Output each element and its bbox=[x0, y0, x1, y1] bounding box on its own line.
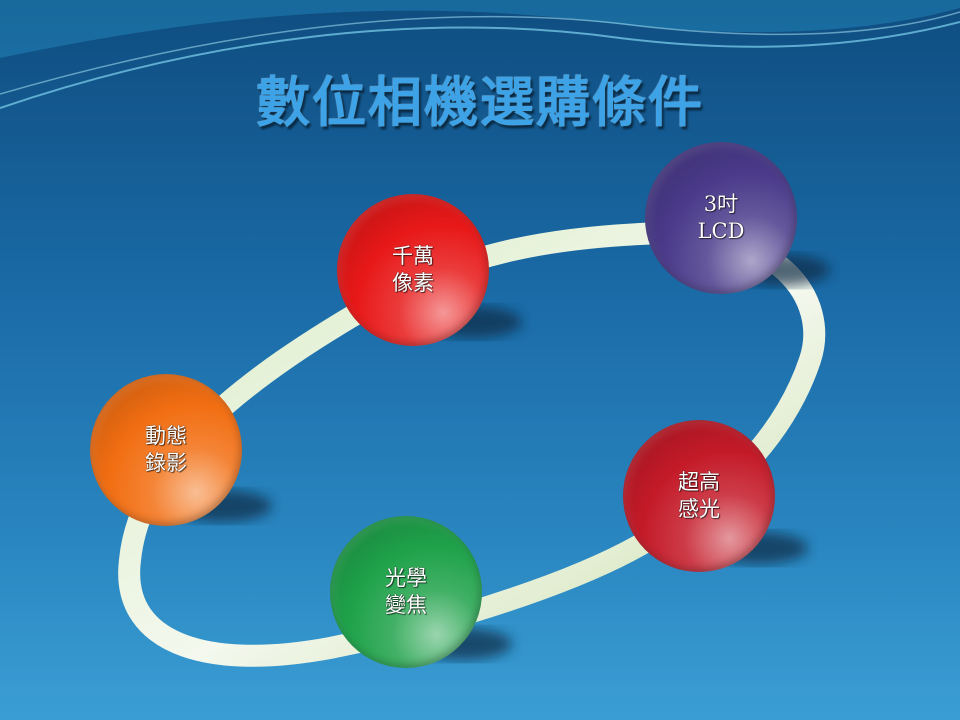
node-label-iso: 超高 感光 bbox=[678, 469, 720, 523]
node-iso-line2: 感光 bbox=[678, 497, 720, 521]
node-video-line1: 動態 bbox=[145, 424, 187, 448]
node-label-zoom: 光學 變焦 bbox=[385, 565, 427, 619]
wave-line-2 bbox=[0, 11, 960, 95]
node-zoom-line1: 光學 bbox=[385, 566, 427, 590]
node-video-line2: 錄影 bbox=[145, 451, 187, 475]
wave-decoration bbox=[0, 0, 960, 58]
node-lcd-line2: LCD bbox=[697, 219, 745, 243]
node-label-lcd: 3吋 LCD bbox=[698, 191, 745, 245]
wave-line-1 bbox=[0, 21, 960, 109]
node-megapixel-line2: 像素 bbox=[392, 271, 434, 295]
node-zoom-line2: 變焦 bbox=[385, 593, 427, 617]
node-megapixel-line1: 千萬 bbox=[392, 244, 434, 268]
page-title: 數位相機選購條件 bbox=[256, 71, 704, 134]
node-video: 動態 錄影 bbox=[90, 374, 242, 526]
node-lcd-line1: 3吋 bbox=[703, 192, 739, 216]
node-megapixel: 千萬 像素 bbox=[337, 194, 489, 346]
node-label-video: 動態 錄影 bbox=[145, 423, 187, 477]
node-lcd: 3吋 LCD bbox=[645, 142, 797, 294]
node-label-megapixel: 千萬 像素 bbox=[392, 243, 434, 297]
node-iso: 超高 感光 bbox=[623, 420, 775, 572]
node-iso-line1: 超高 bbox=[678, 470, 720, 494]
node-zoom: 光學 變焦 bbox=[330, 516, 482, 668]
